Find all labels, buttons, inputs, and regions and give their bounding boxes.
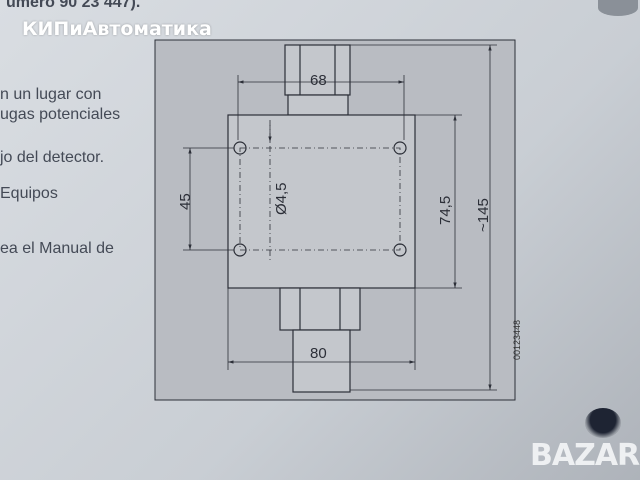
bottom-nut	[279, 287, 361, 331]
bazar-logo: BAZAR	[530, 438, 640, 473]
dim-45: 45	[177, 193, 194, 210]
dim-hole-diameter: Ø4,5	[273, 182, 290, 215]
top-nut	[284, 44, 351, 96]
detector-body	[227, 114, 416, 289]
text-line: úmero 90 23 447).	[6, 0, 141, 11]
dim-145: ~145	[475, 198, 492, 232]
text-line: ugas potenciales	[0, 106, 121, 123]
watermark-logo: КИПиАвтоматика	[22, 18, 212, 40]
punched-hole	[585, 408, 621, 438]
text-line: n un lugar con	[0, 86, 102, 103]
top-thread	[287, 94, 349, 116]
drawing-code: 00123448	[512, 319, 522, 360]
text-line: ea el Manual de	[0, 240, 114, 257]
dim-68: 68	[310, 72, 327, 89]
text-line: jo del detector.	[0, 149, 105, 166]
text-line: Equipos	[0, 185, 58, 202]
dim-74-5: 74,5	[437, 196, 454, 225]
dim-80: 80	[310, 345, 327, 362]
punched-hole-top	[598, 0, 638, 16]
